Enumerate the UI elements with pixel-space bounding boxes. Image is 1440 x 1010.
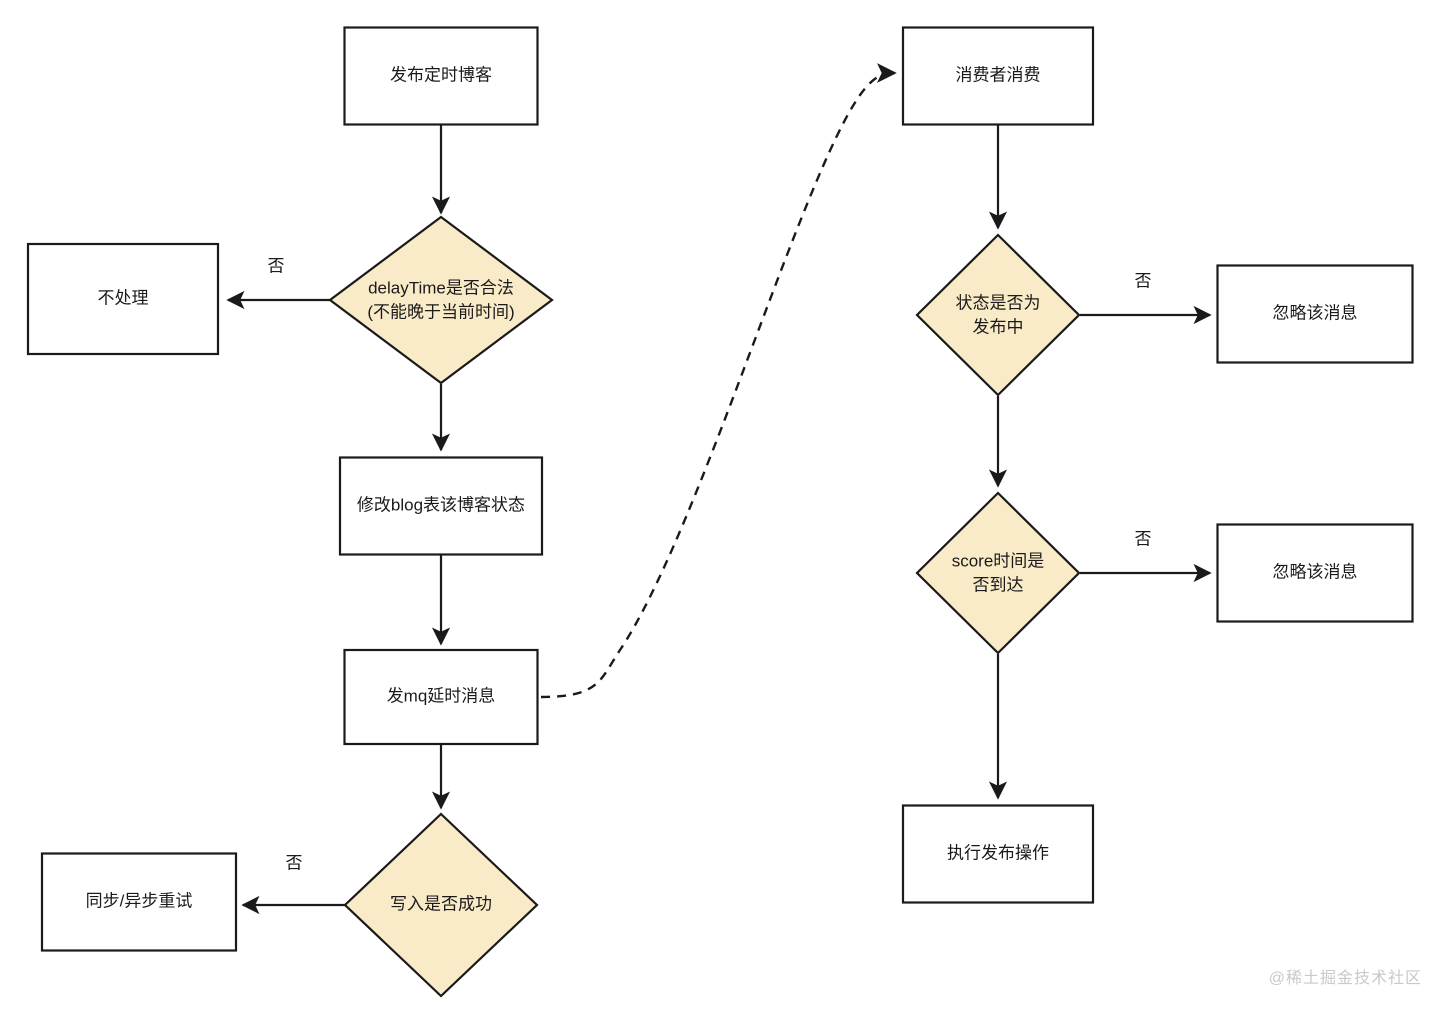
node-ignore_msg_1[interactable]: 忽略该消息 <box>1216 264 1414 364</box>
node-send_mq[interactable]: 发mq延时消息 <box>343 648 539 746</box>
node-label-status_check: 状态是否为 <box>956 293 1041 312</box>
edge-label-e6: 否 <box>286 853 303 872</box>
node-retry[interactable]: 同步/异步重试 <box>40 852 238 952</box>
node-consume[interactable]: 消费者消费 <box>901 26 1095 126</box>
process-shape-send_mq <box>343 648 539 746</box>
node-label-score_check: score时间是 <box>952 551 1045 570</box>
edge-label-e2: 否 <box>268 256 285 275</box>
node-ignore_invalid[interactable]: 不处理 <box>26 242 220 356</box>
process-shape-retry <box>40 852 238 952</box>
node-ignore_msg_2[interactable]: 忽略该消息 <box>1216 523 1414 623</box>
node-label-do_publish: 执行发布操作 <box>947 843 1049 862</box>
node-label-consume: 消费者消费 <box>956 65 1041 84</box>
node-write_ok[interactable]: 写入是否成功 <box>343 812 539 998</box>
node-label-retry: 同步/异步重试 <box>86 891 193 910</box>
decision-shape-write_ok <box>343 812 539 998</box>
node-label2-delay_valid: (不能晚于当前时间) <box>367 302 514 321</box>
node-delay_valid[interactable]: delayTime是否合法 (不能晚于当前时间) <box>328 215 554 385</box>
process-shape-publish <box>343 26 539 126</box>
process-shape-update_blog <box>338 456 544 556</box>
node-do_publish[interactable]: 执行发布操作 <box>901 804 1095 904</box>
node-publish[interactable]: 发布定时博客 <box>343 26 539 126</box>
node-update_blog[interactable]: 修改blog表该博客状态 <box>338 456 544 556</box>
decision-shape-status_check <box>915 233 1081 397</box>
node-label-ignore_msg_1: 忽略该消息 <box>1273 303 1358 322</box>
process-shape-ignore_msg_2 <box>1216 523 1414 623</box>
process-shape-ignore_msg_1 <box>1216 264 1414 364</box>
watermark: @稀土掘金技术社区 <box>1268 970 1422 987</box>
process-shape-ignore_invalid <box>26 242 220 356</box>
node-label-delay_valid: delayTime是否合法 <box>368 278 514 297</box>
edge-label-e9: 否 <box>1135 271 1152 290</box>
node-layer: 发布定时博客 delayTime是否合法 (不能晚于当前时间) 不处理修改blog表该… <box>26 26 1414 998</box>
node-label-ignore_msg_2: 忽略该消息 <box>1273 562 1358 581</box>
node-label-ignore_invalid: 不处理 <box>98 288 149 307</box>
node-label-update_blog: 修改blog表该博客状态 <box>357 495 525 514</box>
node-label2-status_check: 发布中 <box>973 317 1024 336</box>
decision-shape-delay_valid <box>328 215 554 385</box>
node-label-send_mq: 发mq延时消息 <box>387 686 496 705</box>
node-label-publish: 发布定时博客 <box>390 65 492 84</box>
decision-shape-score_check <box>915 491 1081 655</box>
edge-label-e11: 否 <box>1135 529 1152 548</box>
edge-send_mq-to-consume <box>540 63 897 699</box>
process-shape-consume <box>901 26 1095 126</box>
edge-layer <box>226 63 1212 915</box>
node-label2-score_check: 否到达 <box>973 575 1024 594</box>
process-shape-do_publish <box>901 804 1095 904</box>
node-label-write_ok: 写入是否成功 <box>390 894 492 913</box>
